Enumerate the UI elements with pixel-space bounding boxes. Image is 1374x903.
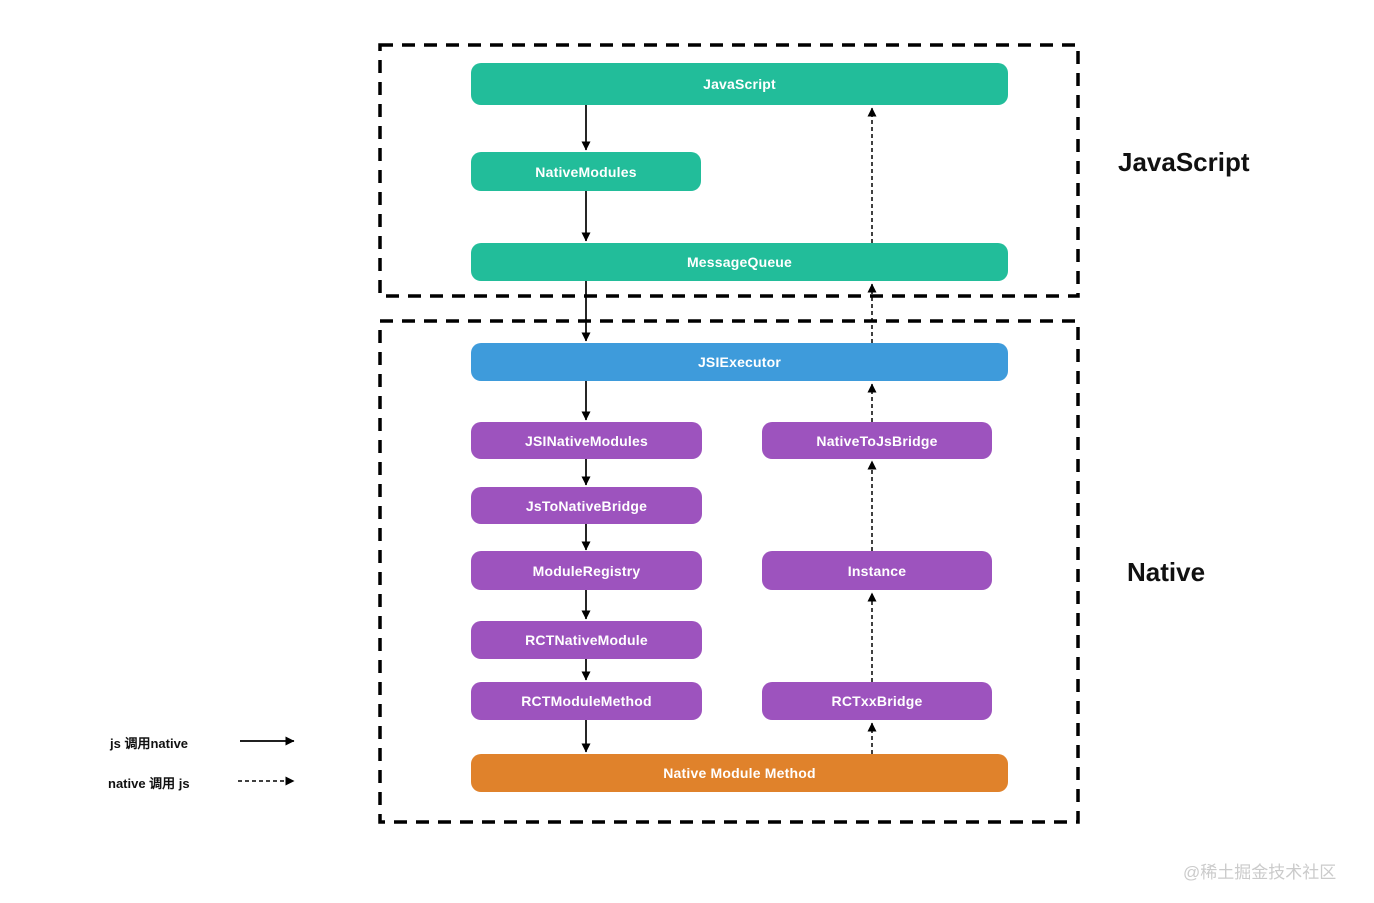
node-nativemodules: NativeModules xyxy=(471,152,701,191)
node-nativemodulemethod: Native Module Method xyxy=(471,754,1008,792)
node-rctmodulemethod: RCTModuleMethod xyxy=(471,682,702,720)
node-jstonativebridge: JsToNativeBridge xyxy=(471,487,702,524)
node-jsinativemodules: JSINativeModules xyxy=(471,422,702,459)
legend-arrow-icons xyxy=(238,736,295,786)
legend-dashed-label: native 调用 js xyxy=(108,776,190,791)
native-section-label: Native xyxy=(1127,557,1206,587)
javascript-section-label: JavaScript xyxy=(1118,147,1250,177)
native-section-border xyxy=(378,319,1080,824)
javascript-section-border xyxy=(378,43,1080,298)
watermark: @稀土掘金技术社区 xyxy=(1183,863,1337,882)
node-messagequeue: MessageQueue xyxy=(471,243,1008,281)
node-nativetojsbridge: NativeToJsBridge xyxy=(762,422,992,459)
node-rctxxbridge: RCTxxBridge xyxy=(762,682,992,720)
node-moduleregistry: ModuleRegistry xyxy=(471,551,702,590)
legend-solid-label: js 调用native xyxy=(110,736,189,751)
node-javascript: JavaScript xyxy=(471,63,1008,105)
node-jsiexecutor: JSIExecutor xyxy=(471,343,1008,381)
node-instance: Instance xyxy=(762,551,992,590)
node-rctnativemodule: RCTNativeModule xyxy=(471,621,702,659)
